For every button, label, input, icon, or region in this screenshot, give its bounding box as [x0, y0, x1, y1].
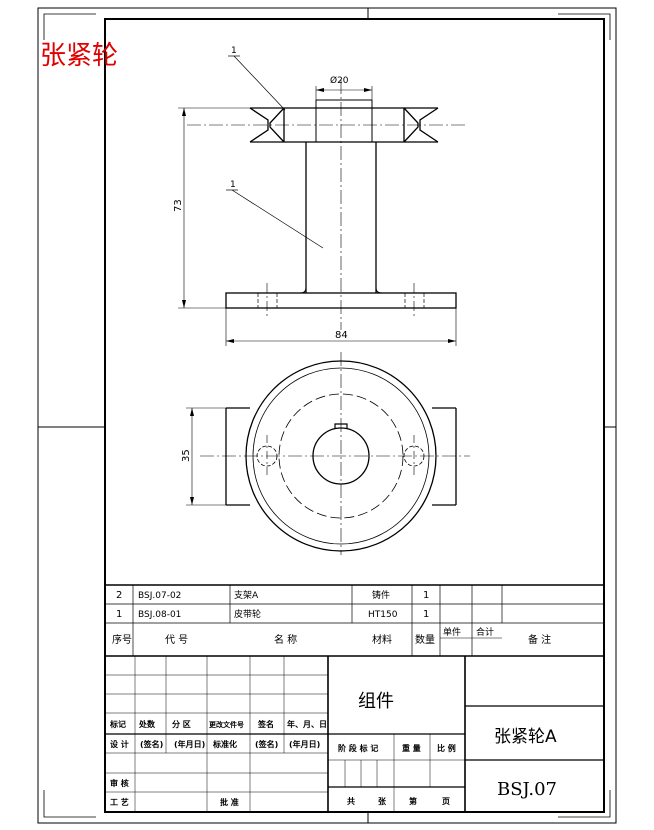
dim-width: 84	[335, 330, 348, 341]
weight-label: 重 量	[402, 743, 421, 753]
standard-sign: (签名)	[255, 739, 278, 749]
bom-header-qty: 数量	[415, 633, 435, 646]
part-name: 张紧轮A	[494, 727, 557, 747]
stage-mark-label: 阶 段 标 记	[338, 743, 378, 753]
bom-table	[105, 584, 604, 657]
bom-header-total-weight: 合计	[476, 626, 494, 638]
bom-row-name: 皮带轮	[234, 608, 261, 620]
bom-rows: 2 BSJ.07-02 支架A 铸件 1 1 BSJ.08-01 皮带轮 HT1…	[116, 589, 429, 620]
bom-row-code: BSJ.08-01	[138, 610, 181, 620]
bom-header-material: 材料	[372, 633, 392, 646]
drawing-frame	[37, 7, 617, 824]
rev-label-mark: 标记	[109, 719, 126, 729]
drawing-number: BSJ.07	[497, 779, 557, 800]
rev-label-date: 年、月、日	[287, 719, 327, 729]
bom-header-note: 备 注	[528, 633, 551, 646]
process-label: 工 艺	[110, 797, 129, 807]
assembly-label: 组件	[358, 691, 394, 712]
bom-row-name: 支架A	[234, 589, 259, 601]
title-block-grid	[105, 656, 604, 812]
top-view	[186, 352, 470, 555]
bom-header-code: 代 号	[165, 634, 188, 646]
standard-label: 标准化	[212, 739, 237, 749]
leader-label-top: 1	[231, 46, 237, 56]
bom-row-code: BSJ.07-02	[138, 591, 181, 601]
sheet-page-label: 页	[442, 797, 450, 806]
bom-header-name: 名 称	[274, 633, 297, 646]
design-label: 设 计	[110, 739, 129, 749]
bom-row-no: 2	[116, 590, 122, 601]
bom-header: 序号 代 号 名 称 材料 数量 单件 合计 备 注	[112, 626, 551, 646]
dim-side: 35	[181, 449, 192, 462]
rev-label-sign: 签名	[257, 719, 274, 729]
rev-label-zone: 分 区	[172, 719, 191, 729]
dim-diameter: Ø20	[330, 75, 349, 86]
bom-row-material: 铸件	[372, 589, 390, 601]
design-sign: (签名)	[140, 739, 163, 749]
sheet-total-label: 共	[347, 796, 355, 806]
approve-label: 批 准	[220, 797, 239, 807]
sheet-unit-label: 张	[378, 797, 387, 806]
bom-header-unit-weight: 单件	[443, 626, 461, 638]
dim-height: 73	[173, 199, 184, 212]
standard-date: (年月日)	[289, 739, 320, 749]
review-label: 审 核	[110, 778, 129, 788]
bom-row-no: 1	[116, 609, 122, 620]
bom-row-material: HT150	[368, 610, 398, 620]
bom-row-qty: 1	[423, 590, 429, 601]
stamp-title: 张紧轮	[40, 41, 118, 71]
front-view	[178, 55, 466, 346]
sheet-no-label: 第	[409, 796, 417, 806]
design-date: (年月日)	[174, 739, 205, 749]
bom-row-qty: 1	[423, 609, 429, 620]
scale-label: 比 例	[437, 743, 456, 753]
rev-label-doc: 更改文件号	[209, 720, 244, 729]
rev-label-count: 处数	[138, 719, 156, 729]
bom-header-no: 序号	[112, 633, 132, 646]
title-block-text: 标记 处数 分 区 更改文件号 签名 年、月、日 设 计 (签名) (年月日) …	[109, 691, 557, 807]
leader-label-mid: 1	[230, 180, 236, 190]
